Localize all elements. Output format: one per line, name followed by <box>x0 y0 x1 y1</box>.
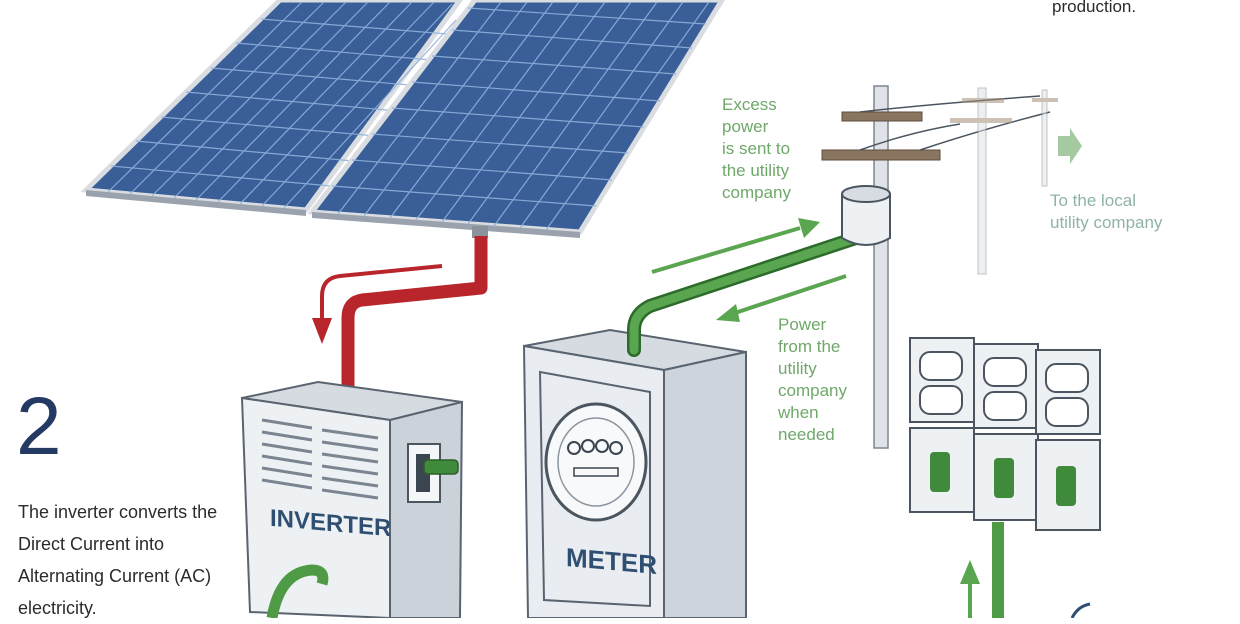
distant-utility-poles <box>950 87 1058 275</box>
excess-power-arrow <box>651 218 820 274</box>
house-supply-arrow <box>960 560 980 618</box>
utility-power-arrow <box>716 274 847 322</box>
outlet-panel <box>909 337 1101 435</box>
inverter-ac-wire <box>266 564 329 618</box>
utility-pole <box>821 85 1051 449</box>
house-supply-wire <box>992 522 1004 618</box>
dc-wire <box>341 236 488 400</box>
dc-flow-arrow <box>312 264 443 344</box>
inverter-switch <box>423 459 459 475</box>
partial-curve <box>1070 602 1091 618</box>
meter-dial <box>544 402 648 522</box>
light-switches <box>909 427 1101 531</box>
solar-panel-right <box>307 0 725 238</box>
utility-power-label: Power from the utility company when need… <box>778 315 847 444</box>
step-description: The inverter converts the Direct Current… <box>18 502 218 618</box>
partial-caption: production. <box>1052 0 1137 16</box>
solar-panel-left <box>80 0 464 216</box>
to-local-utility-label: To the local utility company <box>1050 191 1163 232</box>
panel-support-post <box>472 226 488 238</box>
transformer <box>841 185 891 246</box>
step-number: 2 <box>16 381 62 472</box>
inverter-box <box>240 380 464 618</box>
excess-power-label: Excess power is sent to the utility comp… <box>722 95 791 202</box>
to-utility-arrow <box>1058 128 1082 164</box>
